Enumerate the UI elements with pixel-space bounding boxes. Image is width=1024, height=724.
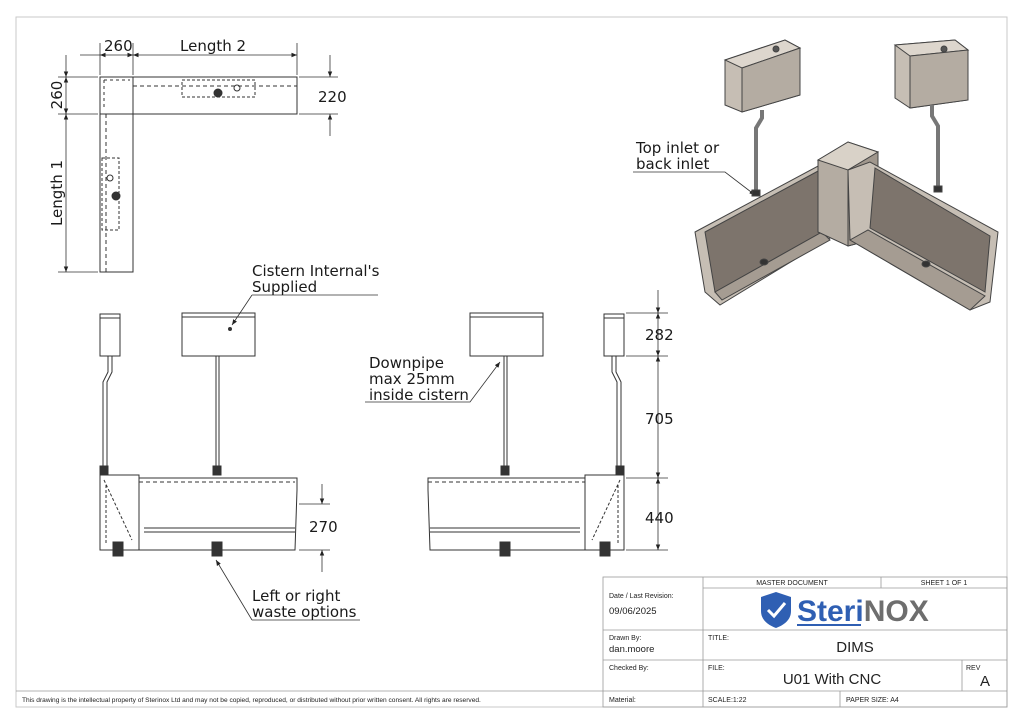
dim-282: 282 [645,326,674,344]
dim-length-2: Length 2 [180,37,246,55]
front-elevation-right [427,312,625,557]
leaders [215,171,756,621]
dim-depth-220: 220 [318,88,347,106]
note-inlet-line1: Top inlet or [635,139,720,157]
tb-checked-by-label: Checked By: [609,665,649,672]
tb-sheet: SHEET 1 OF 1 [921,580,968,587]
note-waste-line2: waste options [252,603,357,621]
note-downpipe-line1: Downpipe [369,354,444,372]
dim-270: 270 [309,518,338,536]
dim-705: 705 [645,410,674,428]
note-waste-line1: Left or right [252,587,340,605]
isometric-view [694,39,999,311]
sheet-border [15,16,1008,708]
note-inlet-line2: back inlet [636,155,709,173]
plan-dimensions [58,43,338,273]
note-cistern-line1: Cistern Internal's [252,262,380,280]
tb-title-value: DIMS [836,639,874,656]
sterinox-logo: SteriNOX [761,592,929,628]
shield-check-icon [761,592,791,628]
dim-270-lines [299,484,330,572]
tb-paper-size: PAPER SIZE: A4 [846,697,899,704]
plan-view [99,76,298,273]
dim-top-260: 260 [104,37,133,55]
disclaimer-text: This drawing is the intellectual propert… [22,697,481,704]
dim-length-1: Length 1 [48,160,66,226]
tb-file-label: FILE: [708,665,725,672]
tb-date-label: Date / Last Revision: [609,593,674,600]
brand-steri: Steri [797,595,864,628]
tb-drawn-by-value: dan.moore [609,644,654,655]
tb-file-value: U01 With CNC [783,671,882,688]
tb-drawn-by-label: Drawn By: [609,635,641,642]
dim-440: 440 [645,509,674,527]
tb-material-label: Material: [609,697,636,704]
front-elevation-left [99,312,298,557]
tb-rev-value: A [980,673,990,690]
note-cistern-line2: Supplied [252,278,317,296]
svg-text:SteriNOX: SteriNOX [797,595,929,628]
tb-scale: SCALE:1:22 [708,697,747,704]
note-downpipe-line2: max 25mm [369,370,455,388]
brand-nox: NOX [864,595,929,628]
note-downpipe-line3: inside cistern [369,386,469,404]
tb-rev-label: REV [966,665,981,672]
title-block [16,576,1008,708]
dim-side-260: 260 [48,81,66,110]
right-dim-lines [626,290,668,551]
tb-title-label: TITLE: [708,635,729,642]
tb-date-value: 09/06/2025 [609,606,657,617]
tb-master-document: MASTER DOCUMENT [756,580,828,587]
